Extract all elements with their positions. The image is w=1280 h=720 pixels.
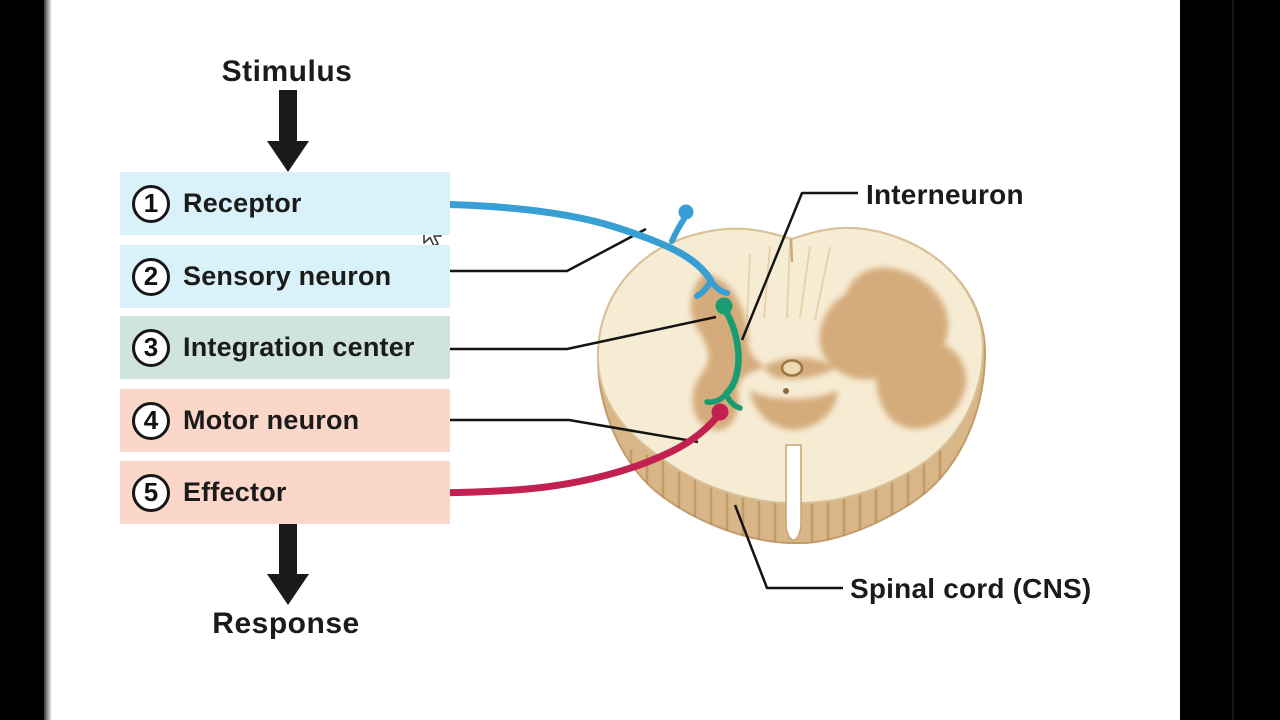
leader-lines [450,191,858,590]
leader-sensory-neuron [450,227,647,273]
left-letterbox-bar [0,0,44,720]
gray-matter [690,267,967,431]
left-letterbox-edge [44,0,52,720]
step-box-integration-center: 3 Integration center [120,316,450,379]
step-number-1: 1 [132,184,170,223]
leader-spinal-cord [733,504,843,590]
step-box-effector: 5 Effector [120,461,450,524]
spinal-cord-label: Spinal cord (CNS) [850,573,1092,604]
step-number-4: 4 [132,401,170,440]
stimulus-label: Stimulus [221,55,353,88]
response-arrow [267,523,309,605]
stimulus-arrow [267,90,309,172]
motor-cell-body [711,403,729,421]
step-label-sensory-neuron: Sensory neuron [183,261,392,291]
leader-integration-center [450,315,717,351]
step-number-2: 2 [132,257,170,296]
central-canal [780,359,804,377]
step-label-receptor: Receptor [183,188,302,218]
leader-motor-neuron [450,418,699,444]
interneuron-label: Interneuron [866,179,1024,210]
step-label-effector: Effector [183,477,287,507]
step-label-motor-neuron: Motor neuron [183,405,360,435]
posterior-median-sulcus [789,238,794,263]
step-box-sensory-neuron: 2 Sensory neuron [120,245,450,308]
step-box-receptor: 1 Receptor [120,172,450,235]
step-number-3: 3 [132,328,170,367]
interneuron-fiber [704,309,743,411]
sensory-cell-body [678,204,694,220]
response-label: Response [212,607,360,640]
step-label-integration-center: Integration center [183,332,415,362]
anterior-median-fissure [785,444,802,541]
flow-arrows [267,90,309,605]
step-box-motor-neuron: 4 Motor neuron [120,389,450,452]
canal-dot [783,388,789,394]
step-number-5: 5 [132,473,170,512]
right-letterbox-bar [1180,0,1280,720]
leader-interneuron [740,191,858,341]
video-noise-column [1232,0,1234,720]
interneuron-cell-body [715,297,733,315]
